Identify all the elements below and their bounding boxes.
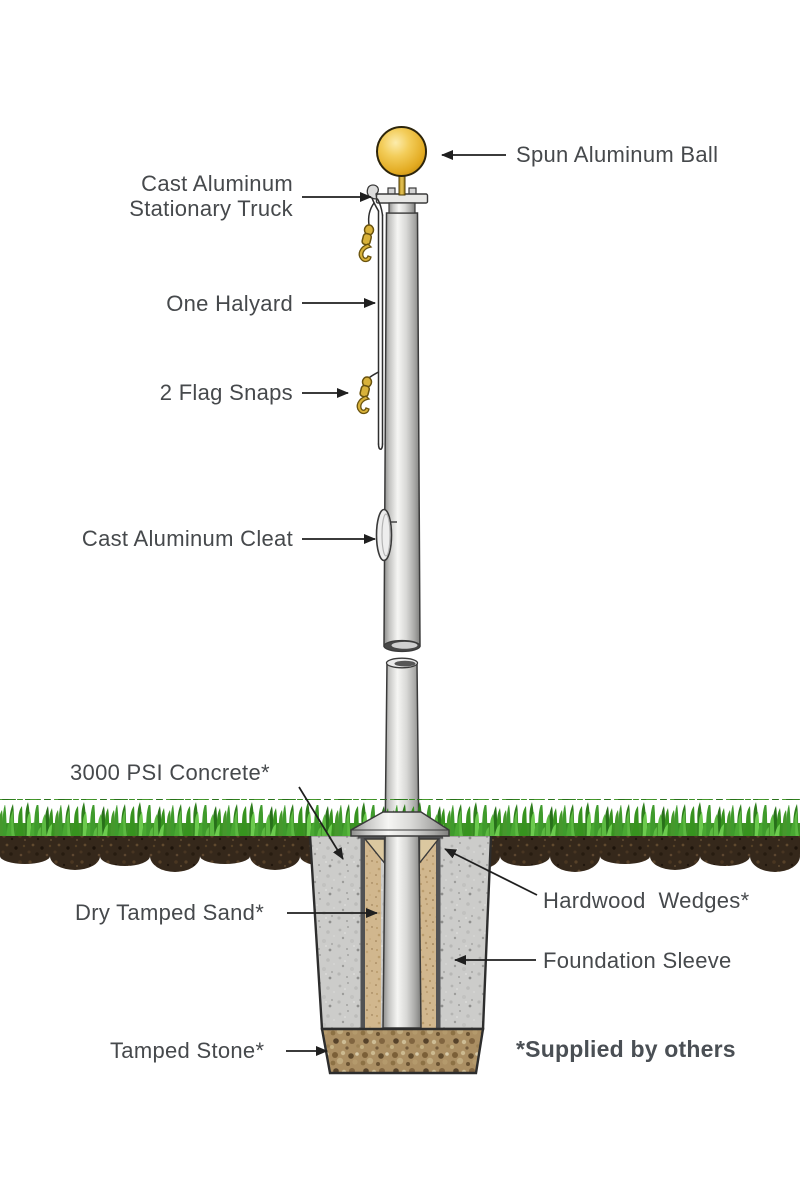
label-supplied-by-others: *Supplied by others [516,1036,736,1062]
pole-lower-graphic [382,657,422,1029]
label-tamped-stone: Tamped Stone* [110,1038,265,1063]
label-hardwood-wedges: Hardwood Wedges* [543,888,750,913]
label-concrete: 3000 PSI Concrete* [70,760,270,785]
sand-column-left [365,838,381,1029]
truck-graphic [366,184,429,214]
label-one-halyard: One Halyard [166,291,293,316]
label-foundation-sleeve: Foundation Sleeve [543,948,732,973]
label-flag-snaps: 2 Flag Snaps [159,380,293,405]
label-stationary-truck: Cast Aluminum Stationary Truck [129,171,293,221]
cleat-graphic [375,508,397,562]
leader-arrows [286,150,538,1056]
label-cleat: Cast Aluminum Cleat [81,526,293,551]
sand-column-right [420,838,436,1029]
flag-snap-lower [356,376,373,415]
label-spun-aluminum-ball: Spun Aluminum Ball [516,142,719,167]
flash-collar-graphic [350,811,450,837]
ball-graphic [376,126,427,196]
halyard-graphic [367,197,384,450]
label-dry-tamped-sand: Dry Tamped Sand* [75,900,265,925]
tamped-stone-graphic [320,1027,485,1075]
pole-upper-graphic [383,212,421,653]
flag-snap-upper [358,224,375,263]
